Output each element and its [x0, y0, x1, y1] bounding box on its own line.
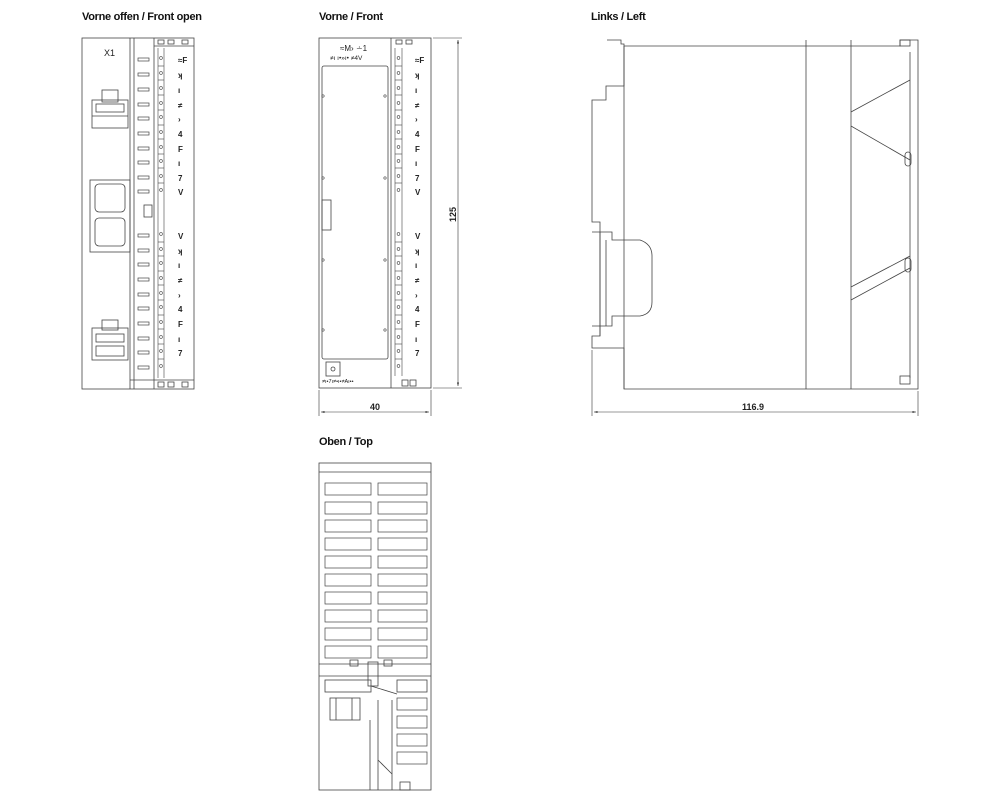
channel-label: F [178, 320, 183, 329]
front-outline [318, 37, 432, 389]
left-connector-profile [592, 231, 653, 327]
channel-label: V [415, 188, 421, 197]
channel-label: ≠ [178, 101, 183, 110]
top-view-title: Oben / Top [319, 436, 373, 448]
front-dimension-lines [318, 37, 462, 416]
channel-label: 7 [415, 174, 420, 183]
center-connector [89, 179, 131, 253]
channel-label: 4 [415, 305, 420, 314]
left-view [591, 39, 919, 416]
front-view-title: Vorne / Front [319, 11, 383, 23]
channel-label: ≠ [415, 276, 420, 285]
channel-label: ı [178, 159, 180, 168]
channel-label: ʞ [178, 247, 182, 256]
channel-label: 4 [178, 130, 183, 139]
channel-label: ≈F [178, 56, 187, 65]
front-open-channel-labels: ≈F ʞ ı ≠ › 4 F ı 7 V V ʞ ı ≠ › 4 F ı 7 [178, 56, 187, 358]
channel-label: V [415, 232, 421, 241]
channel-label: › [415, 115, 418, 124]
left-dimension-lines [591, 350, 919, 416]
channel-label: ≠ [415, 101, 420, 110]
channel-label: ı [178, 86, 180, 95]
channel-label: ʞ [415, 247, 419, 256]
left-view-title: Links / Left [591, 11, 646, 23]
channel-label: ı [415, 86, 417, 95]
channel-label: 7 [415, 349, 420, 358]
channel-label: › [178, 291, 181, 300]
front-view [318, 37, 462, 416]
dimension-depth-label: 116.9 [742, 402, 764, 412]
front-open-outline [81, 37, 195, 390]
channel-label: ı [415, 261, 417, 270]
front-channel-labels: ≈F ʞ ı ≠ › 4 F ı 7 V V ʞ ı ≠ › 4 F ı 7 [415, 56, 424, 358]
channel-label: ı [178, 261, 180, 270]
connector-label-x1: X1 [104, 48, 115, 58]
left-outline [591, 39, 919, 390]
channel-label: 7 [178, 349, 183, 358]
channel-label: V [178, 188, 184, 197]
channel-label: 7 [178, 174, 183, 183]
front-header-line1: ≈M› ∸1 [340, 44, 368, 53]
front-footer-text: ≠ı•7ı≠•ı•≠Aı•• [322, 379, 354, 385]
upper-clip [91, 89, 129, 129]
channel-label: V [178, 232, 184, 241]
channel-label: 4 [178, 305, 183, 314]
channel-label: ı [415, 159, 417, 168]
terminal-strip [157, 48, 165, 378]
lower-clip [91, 319, 129, 361]
dimension-height-label: 125 [448, 207, 458, 222]
channel-label: F [178, 145, 183, 154]
front-header-line2: ≠ı ı•»ı• ≠4V [330, 55, 363, 62]
channel-label: › [415, 291, 418, 300]
dimension-width-label: 40 [370, 402, 380, 412]
channel-label: ʞ [415, 71, 419, 80]
channel-label: 4 [415, 130, 420, 139]
terminal-slots [137, 57, 150, 370]
front-open-view-title: Vorne offen / Front open [82, 11, 202, 23]
top-view [318, 462, 432, 791]
channel-label: F [415, 145, 420, 154]
channel-label: ≈F [415, 56, 424, 65]
top-vent-slots [324, 482, 428, 659]
channel-label: › [178, 115, 181, 124]
top-outline [318, 462, 432, 791]
front-open-view [81, 37, 195, 390]
channel-label: ı [178, 335, 180, 344]
channel-label: ≠ [178, 276, 183, 285]
front-terminal-strip [394, 48, 403, 376]
channel-label: ı [415, 335, 417, 344]
channel-label: ʞ [178, 71, 182, 80]
top-lower-slots [396, 697, 428, 765]
front-cover-panel [321, 65, 389, 360]
channel-label: F [415, 320, 420, 329]
front-status-square [325, 361, 341, 377]
